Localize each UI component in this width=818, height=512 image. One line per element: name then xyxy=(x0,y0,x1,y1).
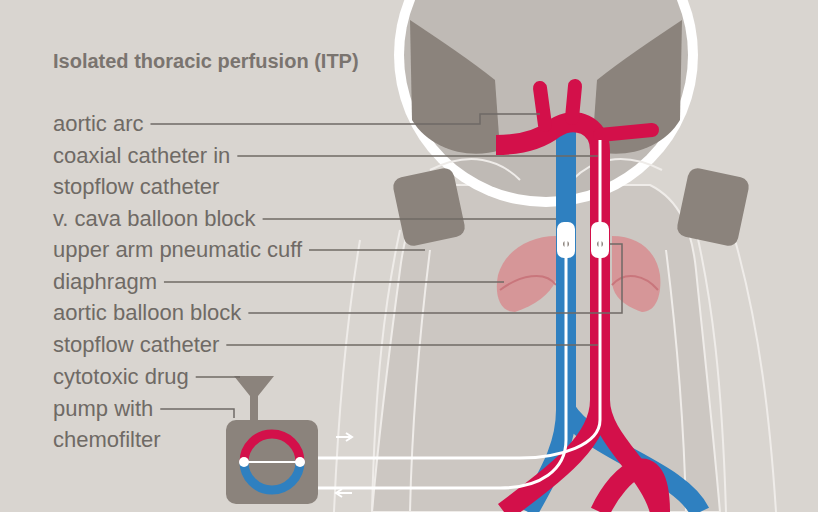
part-label: coaxial catheter in stopflow catheter xyxy=(53,140,233,202)
part-label: v. cava balloon block xyxy=(53,203,256,234)
leader-line xyxy=(248,244,622,313)
pump-box xyxy=(226,420,318,504)
right-lung xyxy=(612,236,660,312)
flow-arrow xyxy=(336,433,352,441)
right-arm-outline xyxy=(696,230,726,512)
arm-cuff xyxy=(391,166,466,247)
left-arm-inner xyxy=(410,250,430,512)
stopflow-catheter xyxy=(318,140,600,458)
left-lung xyxy=(497,236,556,312)
part-label: aortic arc xyxy=(53,108,143,139)
pump-roller xyxy=(295,457,305,467)
flow-arrow xyxy=(336,489,352,497)
head-area xyxy=(404,0,688,197)
part-label: diaphragm xyxy=(53,266,157,297)
venous-catheter xyxy=(318,222,566,488)
leader-line xyxy=(150,114,540,124)
leader-line xyxy=(263,218,556,220)
drug-funnel xyxy=(234,376,274,420)
pump-ring-blue xyxy=(244,462,300,490)
left-arm-back xyxy=(334,240,360,512)
leader-line xyxy=(196,376,240,378)
part-label: upper arm pneumatic cuff xyxy=(53,234,302,265)
part-label: aortic balloon block xyxy=(53,297,241,328)
part-label: stopflow catheter xyxy=(53,329,219,360)
right-arm-back xyxy=(735,240,776,512)
pump-ring-red xyxy=(244,434,300,462)
arm-cuff xyxy=(675,166,750,247)
leader-line xyxy=(226,344,598,346)
title: Isolated thoracic perfusion (ITP) xyxy=(53,50,359,73)
part-label: pump with chemofilter xyxy=(53,393,168,455)
pump-roller xyxy=(239,457,249,467)
left-shoulder xyxy=(410,20,500,154)
leader-line xyxy=(237,155,598,157)
aorta xyxy=(496,122,660,512)
part-label: cytotoxic drug xyxy=(53,361,189,392)
aortic-branches xyxy=(540,86,652,135)
leader-line xyxy=(164,281,504,283)
leader-line xyxy=(309,249,425,251)
left-arm-outline xyxy=(372,230,400,512)
clavicle xyxy=(430,159,662,180)
pump-rotor xyxy=(244,461,300,463)
leader-line xyxy=(160,409,234,418)
diaphragm-line xyxy=(500,276,658,290)
